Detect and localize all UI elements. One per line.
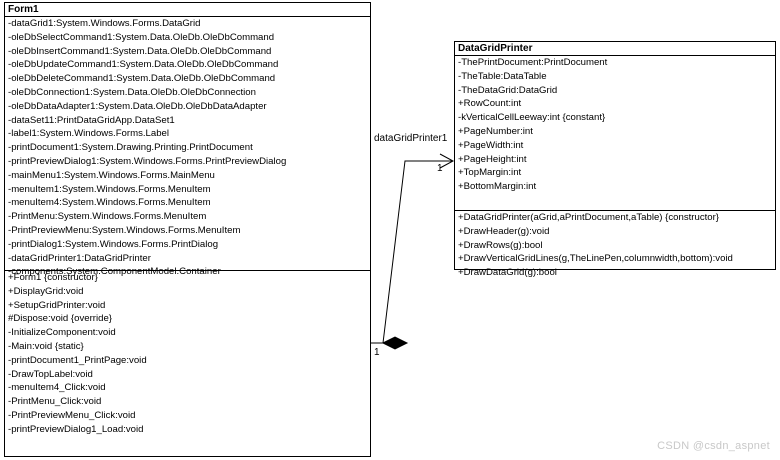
watermark: CSDN @csdn_aspnet: [657, 440, 770, 452]
form1-method: -DrawTopLabel:void: [8, 368, 93, 380]
form1-method: -InitializeComponent:void: [8, 327, 116, 339]
form1-attribute: -oleDbConnection1:System.Data.OleDb.OleD…: [8, 86, 256, 98]
datagridprinter-attribute: +TopMargin:int: [458, 167, 522, 179]
form1-method: -PrintPreviewMenu_Click:void: [8, 409, 136, 421]
form1-attribute: -oleDbInsertCommand1:System.Data.OleDb.O…: [8, 45, 272, 57]
form1-method: -Main:void {static}: [8, 340, 84, 352]
class-datagridprinter-attributes: -ThePrintDocument:PrintDocument -TheTable…: [455, 56, 775, 211]
class-form1-title: Form1: [5, 3, 370, 17]
association-role-name: dataGridPrinter1: [374, 133, 448, 144]
composition-diamond-icon: [381, 336, 409, 350]
class-datagridprinter-title: DataGridPrinter: [455, 42, 775, 56]
source-multiplicity: 1: [374, 347, 380, 358]
datagridprinter-attribute: +PageHeight:int: [458, 153, 527, 165]
datagridprinter-method: +DataGridPrinter(aGrid,aPrintDocument,aT…: [458, 212, 720, 223]
form1-attribute: -printPreviewDialog1:System.Windows.Form…: [8, 155, 287, 167]
form1-method: -printPreviewDialog1_Load:void: [8, 423, 144, 435]
datagridprinter-attribute: +PageWidth:int: [458, 139, 524, 151]
datagridprinter-attribute: -kVerticalCellLeeway:int {constant}: [458, 112, 606, 124]
datagridprinter-attribute: -ThePrintDocument:PrintDocument: [458, 57, 608, 68]
datagridprinter-method: +DrawDataGrid(g):bool: [458, 267, 557, 279]
datagridprinter-method: +DrawHeader(g):void: [458, 225, 550, 237]
form1-attribute: -printDialog1:System.Windows.Forms.Print…: [8, 238, 219, 250]
form1-attribute: -dataSet11:PrintDataGridApp.DataSet1: [8, 114, 175, 126]
datagridprinter-attribute: -TheTable:DataTable: [458, 70, 547, 82]
target-multiplicity: 1: [437, 163, 443, 174]
form1-method: -menuItem4_Click:void: [8, 382, 106, 394]
datagridprinter-method: +DrawVerticalGridLines(g,TheLinePen,colu…: [458, 253, 733, 265]
form1-attribute: -oleDbUpdateCommand1:System.Data.OleDb.O…: [8, 59, 279, 71]
class-form1-attributes: -dataGrid1:System.Windows.Forms.DataGrid…: [5, 17, 370, 277]
class-datagridprinter-methods: +DataGridPrinter(aGrid,aPrintDocument,aT…: [455, 211, 775, 280]
form1-attribute: -printDocument1:System.Drawing.Printing.…: [8, 142, 253, 154]
form1-attribute: -oleDbDeleteCommand1:System.Data.OleDb.O…: [8, 73, 276, 85]
class-datagridprinter[interactable]: DataGridPrinter -ThePrintDocument:PrintD…: [454, 41, 776, 278]
form1-method: -PrintMenu_Click:void: [8, 396, 102, 408]
form1-attribute: -mainMenu1:System.Windows.Forms.MainMenu: [8, 169, 215, 181]
datagridprinter-attribute: +PageNumber:int: [458, 125, 533, 137]
form1-method: +DisplayGrid:void: [8, 285, 84, 297]
form1-attribute: -menuItem1:System.Windows.Forms.MenuItem: [8, 183, 211, 195]
navigability-arrow-icon: [439, 153, 455, 169]
form1-attribute: -oleDbSelectCommand1:System.Data.OleDb.O…: [8, 31, 275, 43]
form1-method: +SetupGridPrinter:void: [8, 299, 106, 311]
form1-method: +Form1 {constructor}: [8, 272, 98, 283]
class-form1-methods: +Form1 {constructor} +DisplayGrid:void +Se…: [5, 271, 370, 437]
form1-method: #Dispose:void {override}: [8, 313, 112, 325]
form1-attribute: -PrintMenu:System.Windows.Forms.MenuItem: [8, 211, 207, 223]
form1-attribute: -PrintPreviewMenu:System.Windows.Forms.M…: [8, 224, 241, 236]
form1-attribute: -components:System.ComponentModel.Contai…: [8, 266, 221, 278]
form1-attribute: -dataGridPrinter1:DataGridPrinter: [8, 252, 151, 264]
datagridprinter-attribute: -TheDataGrid:DataGrid: [458, 84, 558, 96]
association-line: [371, 160, 452, 344]
datagridprinter-method: +DrawRows(g):bool: [458, 239, 543, 251]
form1-method: -printDocument1_PrintPage:void: [8, 354, 147, 366]
datagridprinter-attribute: +RowCount:int: [458, 98, 522, 110]
form1-attribute: -label1:System.Windows.Forms.Label: [8, 128, 170, 140]
datagridprinter-attribute: +BottomMargin:int: [458, 181, 537, 193]
class-form1[interactable]: Form1 -dataGrid1:System.Windows.Forms.Da…: [4, 2, 371, 457]
form1-attribute: -dataGrid1:System.Windows.Forms.DataGrid: [8, 18, 201, 29]
form1-attribute: -oleDbDataAdapter1:System.Data.OleDb.Ole…: [8, 100, 267, 112]
form1-attribute: -menuItem4:System.Windows.Forms.MenuItem: [8, 197, 211, 209]
